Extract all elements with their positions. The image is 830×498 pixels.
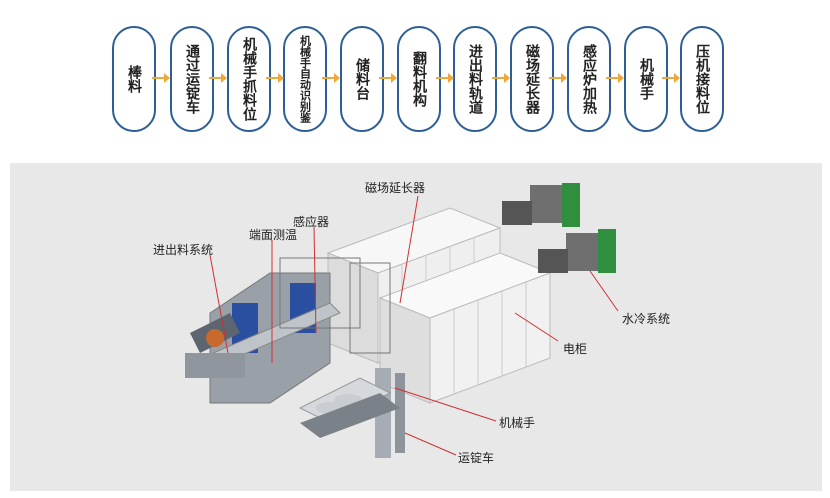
- flow-step-8: 磁场延长器: [510, 26, 554, 132]
- label-robot: 机械手: [499, 416, 536, 430]
- arrow-icon: [379, 73, 397, 83]
- process-flow: 棒料 通过运锭车 机械手抓料位 机械手自动识别鉴 储料台 翻料机构 进出料轨道 …: [0, 0, 830, 150]
- flow-step-10: 机械手: [624, 26, 668, 132]
- arrow-icon: [209, 73, 227, 83]
- label-feed-system: 进出料系统: [153, 243, 214, 257]
- feed-system: [185, 313, 245, 378]
- arrow-icon: [606, 73, 624, 83]
- cabinet-row-front: [378, 252, 552, 404]
- flow-step-3: 机械手抓料位: [227, 26, 271, 132]
- equipment-drawing: [185, 183, 619, 458]
- flow-step-5: 储料台: [340, 26, 384, 132]
- flow-step-6: 翻料机构: [397, 26, 441, 132]
- leader-lines: [209, 195, 619, 456]
- arrow-icon: [492, 73, 510, 83]
- arrow-icon: [662, 73, 680, 83]
- flow-step-2: 通过运锭车: [170, 26, 214, 132]
- label-end-temp: 端面测温: [249, 228, 298, 242]
- arrow-icon: [549, 73, 567, 83]
- arrow-icon: [152, 73, 170, 83]
- flow-step-4: 机械手自动识别鉴: [283, 26, 327, 132]
- label-inductor: 感应器: [293, 215, 330, 229]
- robot-and-ingot-car: [298, 368, 405, 458]
- arrow-icon: [322, 73, 340, 83]
- flow-step-9: 感应炉加热: [567, 26, 611, 132]
- flow-step-7: 进出料轨道: [453, 26, 497, 132]
- arrow-icon: [266, 73, 284, 83]
- label-water-cooling: 水冷系统: [622, 312, 671, 326]
- water-cooling-units: [502, 183, 616, 273]
- label-ingot-car: 运锭车: [458, 451, 495, 465]
- label-cabinet: 电柜: [563, 342, 588, 356]
- flow-step-11: 压机接料位: [680, 26, 724, 132]
- flow-step-1: 棒料: [112, 26, 156, 132]
- equipment-illustration: 磁场延长器 进出料系统 端面测温 感应器 水冷系统 电柜 机械手 运锭车: [10, 163, 822, 491]
- arrow-icon: [436, 73, 454, 83]
- label-magnetic-extender: 磁场延长器: [365, 181, 426, 195]
